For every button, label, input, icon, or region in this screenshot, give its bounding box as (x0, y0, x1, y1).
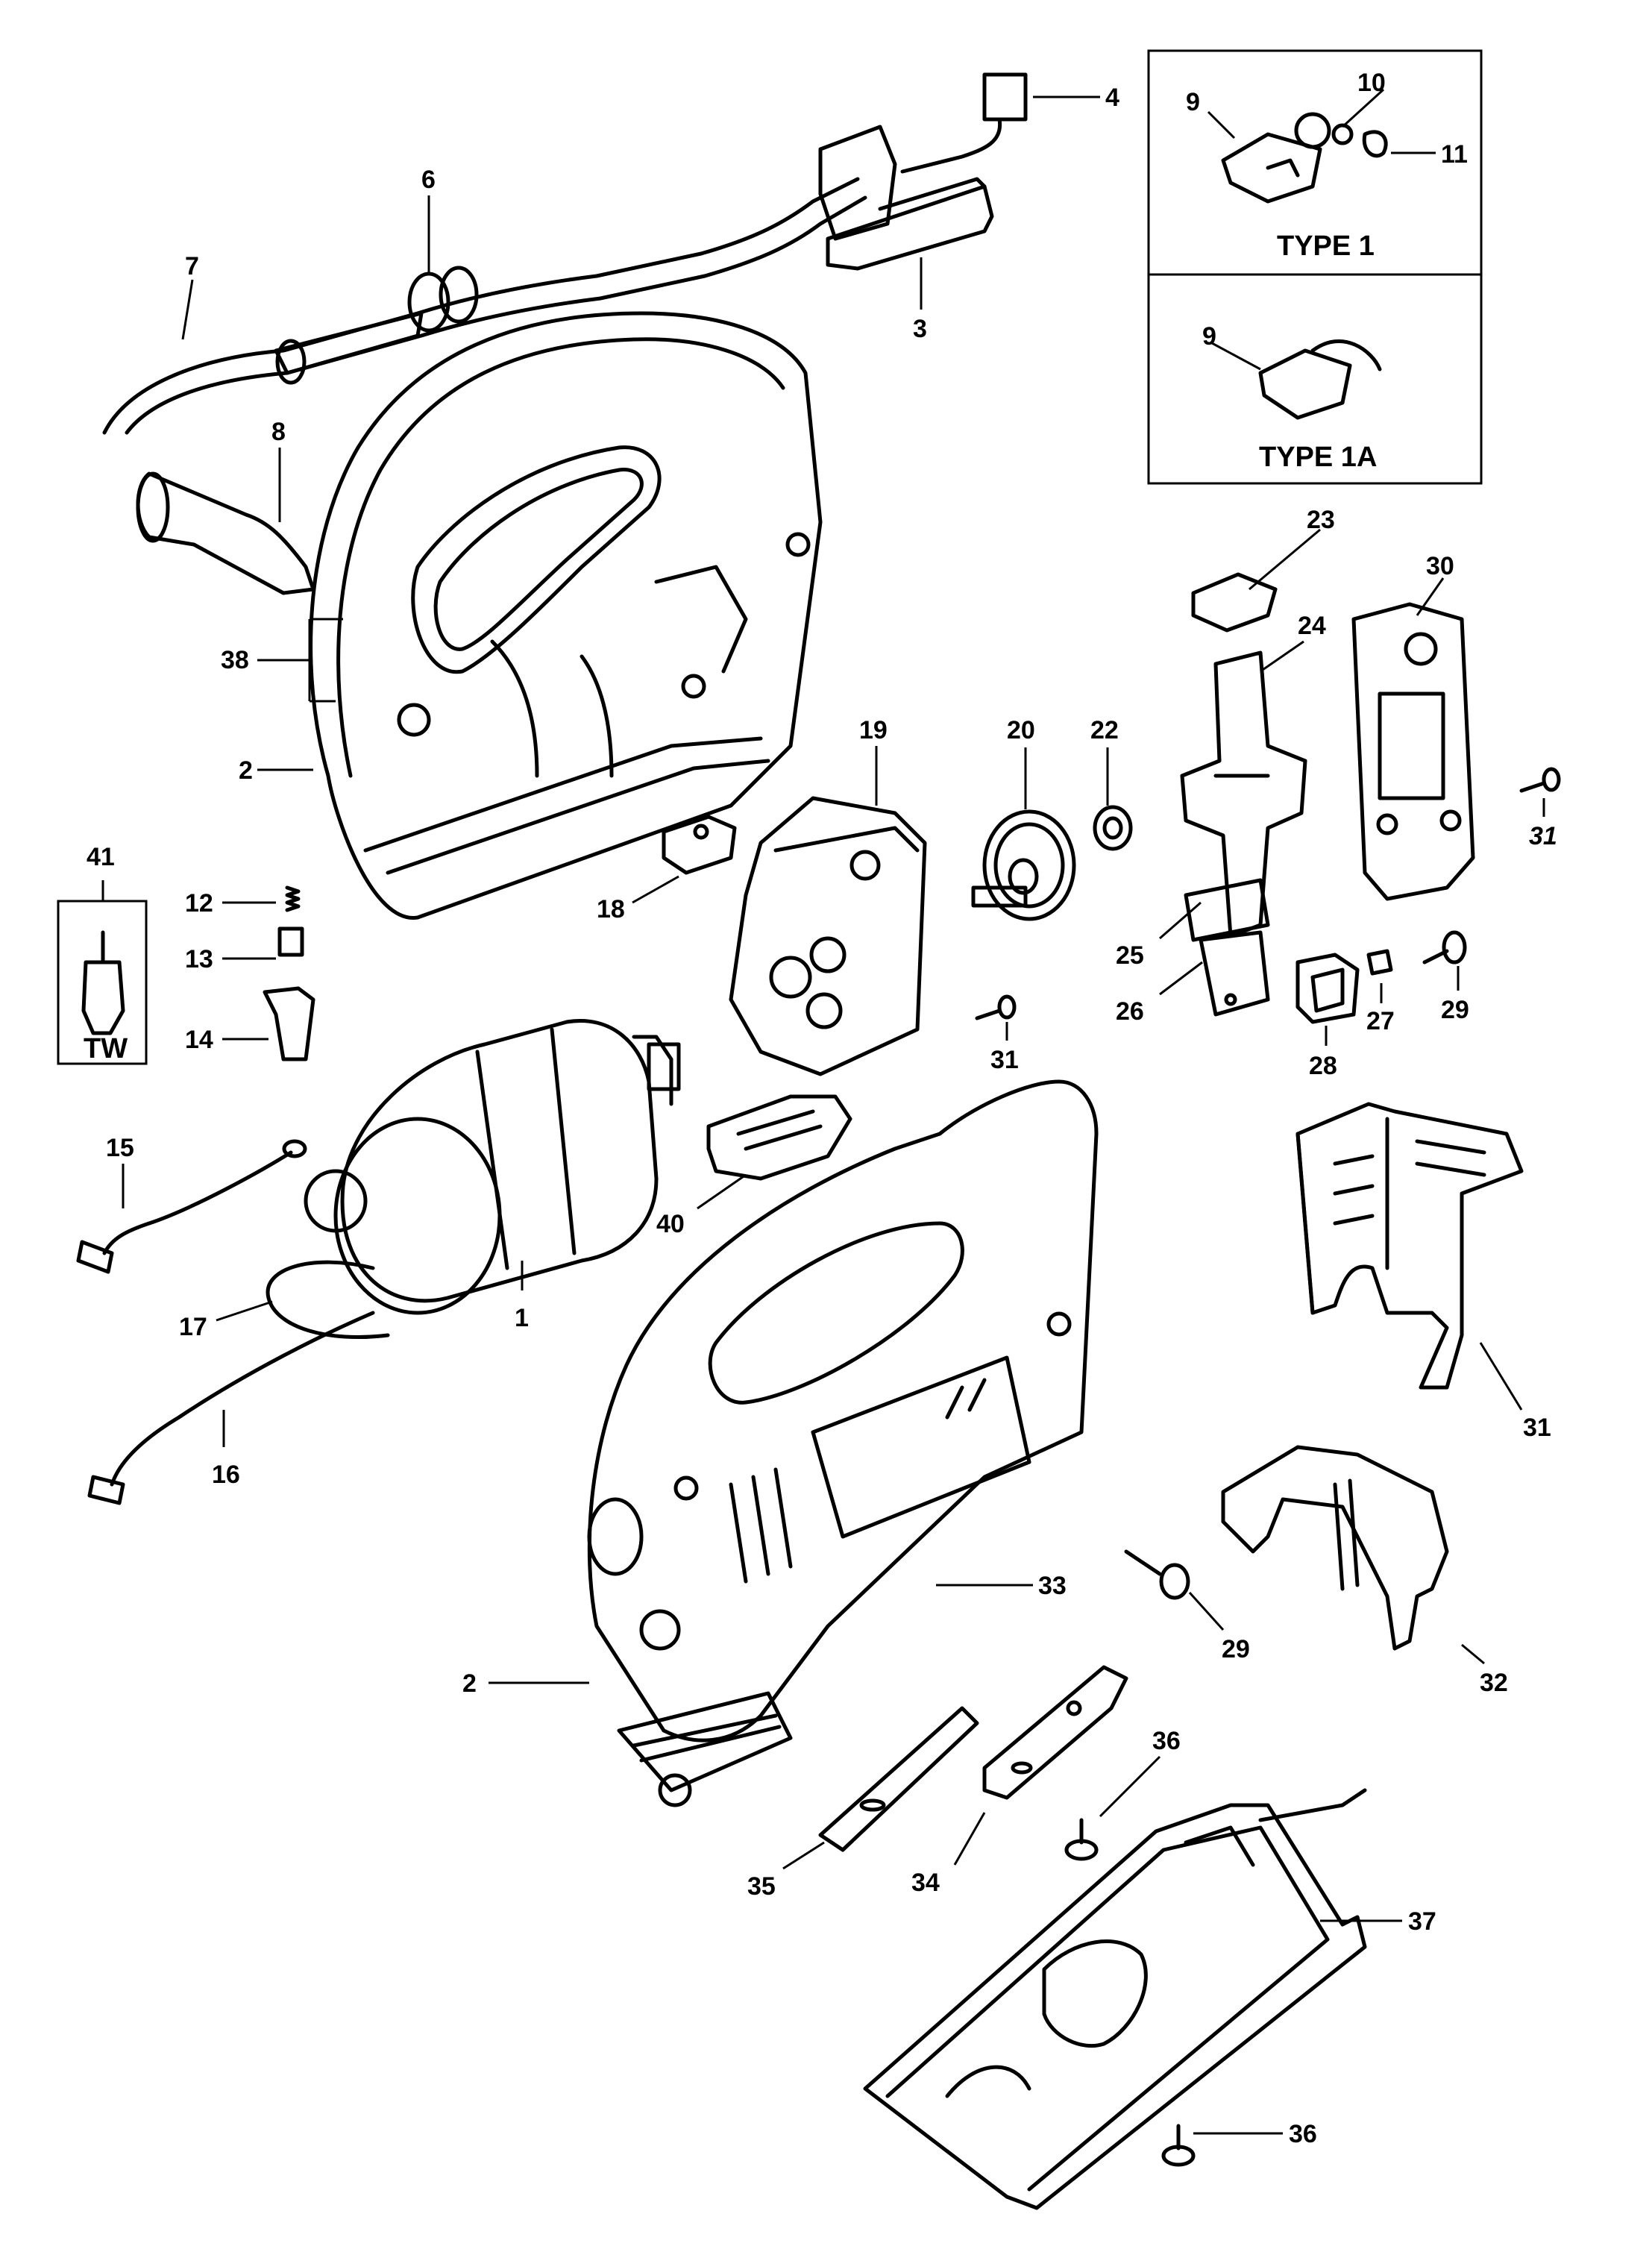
housing-left-illustration (309, 311, 823, 920)
bush-illustration (1093, 805, 1133, 851)
wire-17-illustration (266, 1260, 390, 1339)
dust-deflector-illustration (1221, 1445, 1449, 1651)
wire-16-illustration (87, 1311, 375, 1505)
brush-spring-illustration (285, 885, 301, 912)
callout-11: 11 (1441, 140, 1468, 169)
variable-speed-wheel-illustration (706, 1094, 852, 1181)
screw-36-lower-illustration (1161, 2124, 1196, 2167)
callout-31-cover: 31 (1529, 822, 1557, 850)
gearbox-illustration (729, 796, 927, 1076)
callout-17: 17 (179, 1313, 207, 1341)
blade-holder-illustration (818, 1706, 979, 1852)
callout-24: 24 (1298, 612, 1326, 640)
callout-35: 35 (747, 1872, 776, 1901)
callout-31-guard: 31 (1523, 1414, 1551, 1442)
callout-9-type1a: 9 (1202, 322, 1216, 351)
type1-label: TYPE 1 (1277, 230, 1375, 262)
callout-10: 10 (1357, 69, 1386, 97)
power-cable-illustration (102, 177, 867, 435)
callout-9-type1: 9 (1186, 88, 1200, 116)
gear-illustration (971, 809, 1076, 921)
callout-32: 32 (1480, 1669, 1508, 1697)
blade-guard-illustration (1295, 1102, 1524, 1390)
screw-31-gearbox-illustration (975, 994, 1017, 1020)
cord-protector-illustration (274, 266, 479, 385)
callout-1: 1 (515, 1304, 529, 1332)
roller-illustration (1295, 953, 1360, 1024)
screw-36-upper-illustration (1064, 1818, 1099, 1861)
switch-type1a-illustration (1258, 339, 1382, 420)
callout-20: 20 (1007, 716, 1035, 744)
wire-15-illustration (76, 1139, 307, 1274)
plunger-leaders (1159, 528, 1460, 1046)
callout-25: 25 (1116, 941, 1144, 970)
motor-illustration (304, 1019, 681, 1315)
cover-plate-illustration (1351, 602, 1475, 901)
switch-type1-illustration (1221, 112, 1388, 204)
callout-31-gearbox: 31 (990, 1046, 1019, 1074)
callout-33: 33 (1038, 1572, 1067, 1600)
callout-15: 15 (106, 1134, 134, 1162)
callout-40: 40 (656, 1210, 685, 1238)
blade-parts-leaders (782, 1812, 986, 1870)
callout-18: 18 (597, 895, 625, 923)
callout-13: 13 (185, 945, 213, 973)
callout-7: 7 (185, 252, 199, 280)
tw-brush-holder-illustration (81, 930, 125, 1035)
callout-29-lower: 29 (1222, 1635, 1250, 1663)
motor-leaders (122, 1164, 524, 1447)
tw-label: TW (84, 1033, 128, 1064)
cable-leaders (181, 95, 1100, 340)
housing-right-illustration (587, 1079, 1099, 1807)
pin-illustration (1366, 949, 1393, 976)
housing-right-leaders (489, 1584, 1033, 1684)
screw-29-upper-illustration (1422, 930, 1467, 964)
cord-clamp-illustration (136, 471, 315, 595)
gear-leaders (1024, 747, 1109, 809)
callout-34: 34 (911, 1869, 940, 1897)
callout-30: 30 (1426, 552, 1454, 580)
callout-37: 37 (1408, 1907, 1436, 1936)
callout-8: 8 (271, 418, 286, 446)
callout-2-lower: 2 (462, 1669, 477, 1698)
carbon-brush-illustration (277, 926, 304, 957)
callout-41: 41 (87, 843, 115, 871)
plunger-end-illustration (1199, 930, 1270, 1017)
type1a-label: TYPE 1A (1259, 442, 1377, 473)
screw-31-cover-illustration (1519, 767, 1561, 793)
callout-3: 3 (913, 315, 927, 343)
brush-holder-illustration (263, 986, 315, 1061)
callout-38: 38 (221, 646, 249, 674)
guide-cap-illustration (1191, 572, 1278, 633)
callout-36-upper: 36 (1152, 1727, 1181, 1755)
callout-12: 12 (185, 889, 213, 918)
callout-36-lower: 36 (1289, 2120, 1317, 2148)
type-variant-box (1147, 49, 1483, 485)
plunger-guide-illustration (1184, 878, 1270, 942)
callout-2-upper: 2 (239, 756, 253, 785)
callout-19: 19 (859, 716, 888, 744)
callout-23: 23 (1307, 506, 1335, 534)
type1-leaders (1207, 88, 1436, 371)
lock-button-illustration (662, 815, 737, 875)
screw-29-lower-illustration (1124, 1549, 1190, 1600)
callout-28: 28 (1309, 1052, 1337, 1080)
callout-6: 6 (421, 166, 436, 194)
callout-27: 27 (1366, 1007, 1395, 1035)
blade-clamp-illustration (982, 1665, 1128, 1800)
callout-22: 22 (1090, 716, 1119, 744)
callout-26: 26 (1116, 997, 1144, 1026)
brush-leaders (222, 901, 276, 1041)
callout-4: 4 (1105, 84, 1119, 112)
callout-14: 14 (185, 1026, 213, 1054)
callout-16: 16 (212, 1461, 240, 1489)
housing-left-leaders (257, 618, 343, 771)
callout-29-upper: 29 (1441, 996, 1469, 1024)
switch-assembly-illustration (818, 72, 1028, 271)
